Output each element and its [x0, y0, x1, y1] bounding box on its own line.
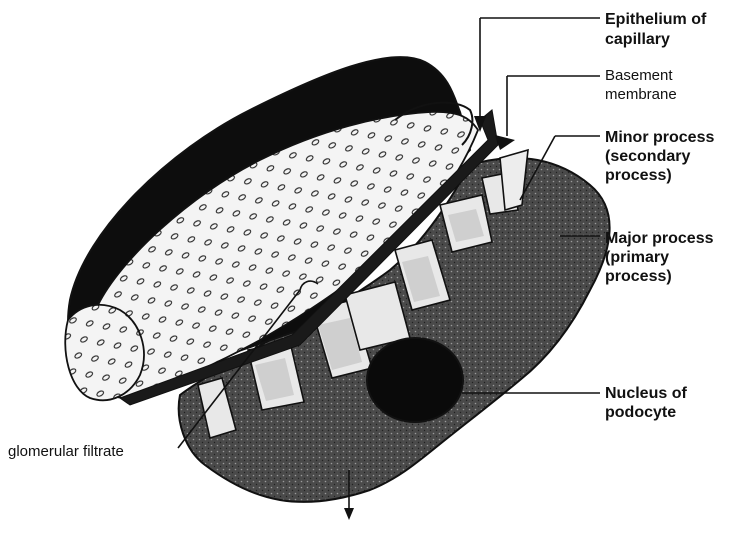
filtrate-arrowhead: [344, 508, 354, 520]
label-basement-membrane: Basement membrane: [605, 67, 677, 103]
label-nucleus: Nucleus of podocyte: [605, 385, 691, 421]
nucleus: [366, 337, 464, 423]
minor-process-shape: [499, 148, 529, 212]
label-minor-process: Minor process (secondary process): [605, 129, 719, 184]
label-epithelium: Epithelium of capillary: [605, 11, 711, 48]
label-major-process: Major process (primary process): [605, 230, 718, 285]
foot-process-shading: [255, 209, 484, 401]
basement-membrane-shape: [118, 109, 499, 406]
label-glomerular-filtrate: glomerular filtrate: [8, 443, 124, 460]
leader-lines: [177, 17, 600, 520]
basement-arrowhead: [495, 135, 515, 150]
capillary-cut-edge: [64, 303, 145, 402]
endothelium-curl: [394, 101, 474, 146]
